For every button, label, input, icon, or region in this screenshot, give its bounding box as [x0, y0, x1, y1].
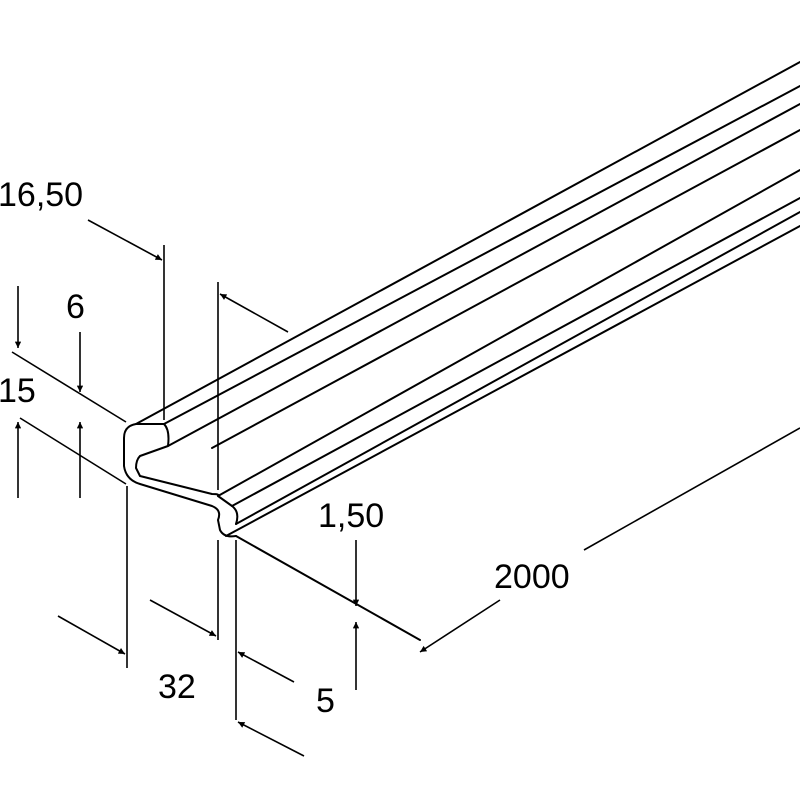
- dim-label-32: 32: [158, 668, 196, 706]
- rail-bottom-edge: [235, 535, 421, 641]
- rail-right-lip-inner-edge: [231, 197, 800, 507]
- dim-label-6: 6: [66, 288, 85, 326]
- dim-label-1-50: 1,50: [318, 497, 384, 535]
- dimension-arrows: [14, 219, 501, 757]
- dimension-labels: 16,50 6 15 1,50 2000 32 5: [0, 176, 570, 720]
- rail-left-lip-inner-edge: [163, 85, 800, 425]
- arrow-16-50-right: [219, 293, 289, 333]
- dim-label-5: 5: [316, 682, 335, 720]
- dim-label-15: 15: [0, 372, 36, 410]
- dim-label-16-50: 16,50: [0, 176, 83, 214]
- rail-left-lip-underside: [167, 103, 800, 447]
- rail-front-section: [123, 423, 239, 538]
- rail-right-lip-top-edge: [217, 169, 800, 497]
- arrow-5-left: [237, 651, 295, 683]
- rail-right-lip-outer-edge: [225, 225, 800, 537]
- dim-label-2000: 2000: [494, 558, 570, 596]
- arrow-32-right: [149, 599, 217, 637]
- arrow-5-right: [237, 721, 305, 757]
- rail-left-wall-inner-groove: [211, 129, 800, 449]
- ext-line-height-bottom: [19, 417, 127, 485]
- ext-line-height-top: [11, 351, 127, 423]
- arrow-16-50-left: [87, 219, 163, 261]
- arrow-32-left: [57, 615, 126, 655]
- arrow-2000-near: [419, 599, 501, 653]
- extension-lines: [11, 245, 800, 720]
- rail-profile: [123, 61, 800, 641]
- rail-right-lip-underside: [235, 211, 800, 525]
- rail-left-lip-top-edge: [135, 61, 800, 425]
- ext-line-2000-far: [583, 427, 800, 551]
